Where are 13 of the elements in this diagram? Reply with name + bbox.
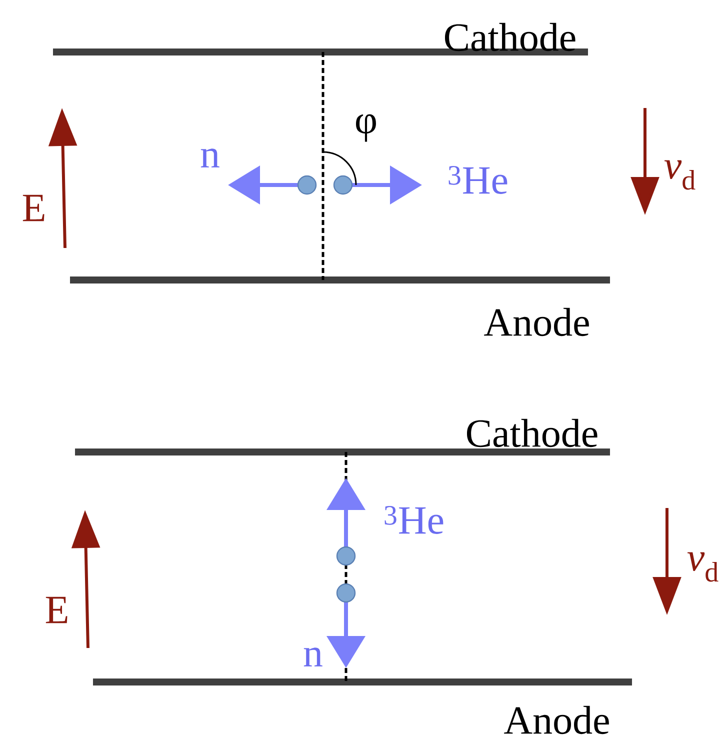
electrode-label: Cathode — [467, 418, 598, 448]
field-label: E — [22, 194, 44, 222]
drift-velocity-label: v$_{d}$ — [664, 160, 696, 190]
particle-label: n — [200, 148, 220, 168]
particle-label: $^{3}$He — [448, 166, 508, 194]
electrode-label: Anode — [484, 308, 589, 336]
particle-label: $^{3}$He — [384, 506, 444, 534]
electrode-label: Cathode — [445, 22, 576, 52]
electrode-label: Anode — [504, 706, 609, 734]
particle-label: n — [304, 648, 322, 666]
angle-label: φ — [356, 114, 376, 142]
field-label: E — [46, 596, 68, 624]
drift-velocity-label: v$_{d}$ — [687, 552, 718, 582]
